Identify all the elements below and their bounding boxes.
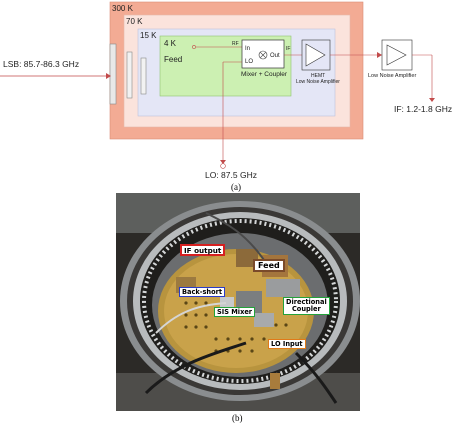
if-output-arrow-icon bbox=[429, 98, 435, 102]
label-sis-mixer: SIS Mixer bbox=[214, 307, 256, 318]
label-if-output: IF output bbox=[180, 244, 226, 257]
lo-frequency-label: LO: 87.5 GHz bbox=[205, 170, 257, 180]
hemt-amplifier-icon bbox=[305, 43, 326, 67]
label-directional-coupler-line1: Directional bbox=[286, 297, 327, 306]
stage-15k-label: 15 K bbox=[140, 31, 157, 40]
receiver-block-diagram: 300 K 70 K 15 K 4 K LSB: 85.7-86.3 GHz F… bbox=[0, 1, 452, 180]
mixer-cross-2 bbox=[259, 51, 267, 59]
label-feed: Feed bbox=[253, 259, 285, 273]
window-70k bbox=[126, 51, 133, 99]
lna-caption: Low Noise Amplifier bbox=[368, 73, 416, 79]
mixer-caption: Mixer + Coupler bbox=[241, 71, 288, 78]
feed-port-icon bbox=[192, 45, 196, 49]
stage-4k-label: 4 K bbox=[164, 39, 177, 48]
mixer-lo-label: LO bbox=[245, 59, 253, 65]
stage-70k-label: 70 K bbox=[126, 17, 143, 26]
panel-label-a: (a) bbox=[231, 182, 241, 192]
window-15k bbox=[140, 57, 147, 95]
hemt-caption-2: Low Noise Amplifier bbox=[296, 79, 340, 85]
if-output-label: IF: 1.2-1.8 GHz bbox=[394, 104, 452, 114]
if-port-label: IF bbox=[286, 46, 290, 52]
input-band-label: LSB: 85.7-86.3 GHz bbox=[3, 59, 79, 69]
stage-300k-label: 300 K bbox=[112, 4, 134, 13]
window-300k bbox=[109, 43, 117, 105]
lo-arrow-icon bbox=[220, 160, 226, 164]
cryostat-photo: IF output Feed Back-short SIS Mixer Dire… bbox=[116, 193, 360, 411]
label-back-short: Back-short bbox=[179, 287, 226, 298]
lo-port-icon bbox=[220, 163, 226, 169]
feed-label: Feed bbox=[164, 55, 182, 64]
panel-label-b: (b) bbox=[232, 413, 243, 423]
lna-amplifier-icon bbox=[386, 44, 407, 66]
label-lo-input: LO Input bbox=[268, 339, 306, 350]
lna-arrow-icon bbox=[377, 52, 382, 58]
label-directional-coupler: Directional Coupler bbox=[283, 297, 330, 315]
input-arrow-icon bbox=[106, 73, 111, 79]
mixer-in-label: In bbox=[245, 46, 250, 52]
label-directional-coupler-line2: Coupler bbox=[291, 304, 321, 313]
mixer-out-label: Out bbox=[270, 53, 280, 59]
hemt-caption-1: HEMT bbox=[311, 73, 325, 79]
rf-port-label: RF bbox=[232, 41, 239, 47]
